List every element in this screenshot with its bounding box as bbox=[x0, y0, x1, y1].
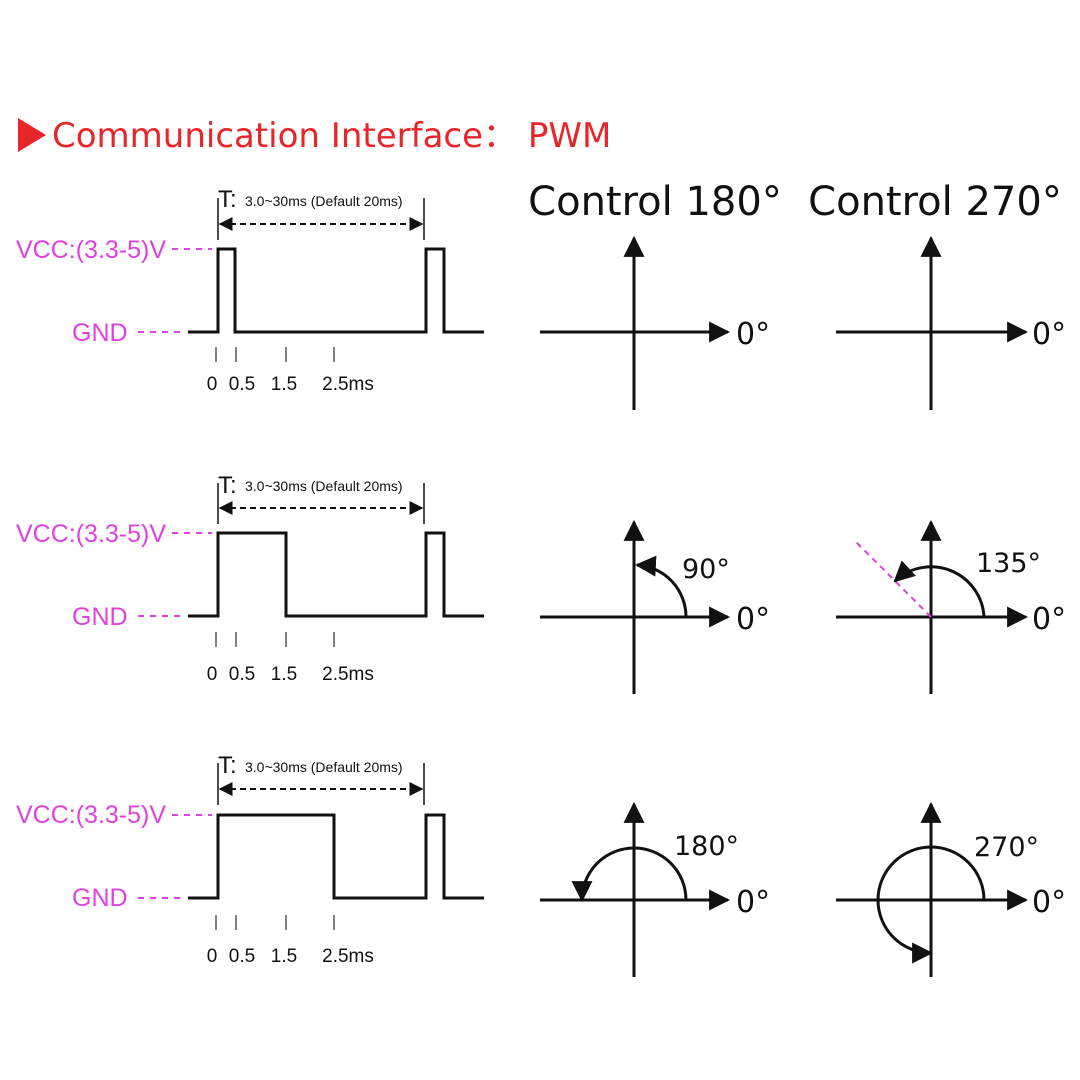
rotation-arc-135 bbox=[893, 560, 986, 618]
gnd-label: GND bbox=[72, 884, 128, 912]
signal-panel-row-1: T: 3.0~30ms (Default 20ms) VCC:(3.3-5)V … bbox=[16, 186, 484, 395]
tick-label-0: 0 bbox=[207, 374, 218, 395]
period-symbol: T: bbox=[218, 752, 237, 779]
tick-label-1-5: 1.5 bbox=[271, 664, 297, 685]
period-range: 3.0~30ms (Default 20ms) bbox=[245, 193, 403, 209]
tick-label-2-5ms: 2.5ms bbox=[322, 946, 374, 967]
angle-axes-270-row-3: 270° 0° bbox=[836, 801, 1066, 977]
angle-label-135: 135° bbox=[976, 548, 1041, 579]
zero-degree-label: 0° bbox=[736, 317, 770, 352]
tick-label-0-5: 0.5 bbox=[229, 664, 255, 685]
tick-label-2-5ms: 2.5ms bbox=[322, 664, 374, 685]
angle-label-90: 90° bbox=[682, 554, 730, 585]
zero-degree-label: 0° bbox=[736, 602, 770, 637]
rotation-arc-270 bbox=[876, 845, 986, 964]
column-title-270: Control 270° bbox=[808, 179, 1062, 225]
tick-label-1-5: 1.5 bbox=[271, 374, 297, 395]
zero-degree-label: 0° bbox=[1032, 602, 1066, 637]
gnd-label: GND bbox=[72, 319, 128, 347]
tick-label-0: 0 bbox=[207, 946, 218, 967]
tick-label-0-5: 0.5 bbox=[229, 374, 255, 395]
rotation-arc-180 bbox=[571, 846, 688, 903]
period-symbol: T: bbox=[218, 472, 237, 499]
zero-degree-label: 0° bbox=[736, 885, 770, 920]
angle-axes-180-row-2: 90° 0° bbox=[540, 519, 770, 694]
gnd-label: GND bbox=[72, 603, 128, 631]
signal-panel-row-3: T: 3.0~30ms (Default 20ms) VCC:(3.3-5)V … bbox=[16, 752, 484, 967]
vcc-label: VCC:(3.3-5)V bbox=[16, 236, 166, 264]
zero-degree-label: 0° bbox=[1032, 317, 1066, 352]
tick-label-1-5: 1.5 bbox=[271, 946, 297, 967]
angle-axes-180-row-3: 180° 0° bbox=[540, 801, 770, 977]
period-range: 3.0~30ms (Default 20ms) bbox=[245, 478, 403, 494]
pwm-waveform bbox=[188, 531, 484, 618]
header-title: Communication Interface： PWM bbox=[52, 116, 611, 156]
angle-axes-270-row-2: 135° 0° bbox=[836, 519, 1066, 694]
vcc-label: VCC:(3.3-5)V bbox=[16, 520, 166, 548]
angle-axes-180-row-1: 0° bbox=[540, 235, 770, 410]
zero-degree-label: 0° bbox=[1032, 885, 1066, 920]
rotation-arc-90 bbox=[634, 555, 688, 618]
period-range: 3.0~30ms (Default 20ms) bbox=[245, 759, 403, 775]
angle-label-180: 180° bbox=[674, 831, 739, 862]
period-symbol: T: bbox=[218, 186, 237, 213]
tick-label-0: 0 bbox=[207, 664, 218, 685]
column-title-180: Control 180° bbox=[528, 179, 782, 225]
angle-axes-270-row-1: 0° bbox=[836, 235, 1066, 410]
vcc-label: VCC:(3.3-5)V bbox=[16, 801, 166, 829]
target-angle-line bbox=[854, 540, 932, 618]
tick-label-2-5ms: 2.5ms bbox=[322, 374, 374, 395]
signal-panel-row-2: T: 3.0~30ms (Default 20ms) VCC:(3.3-5)V … bbox=[16, 472, 484, 685]
tick-label-0-5: 0.5 bbox=[229, 946, 255, 967]
pwm-waveform bbox=[188, 813, 484, 900]
header-triangle-icon bbox=[18, 118, 46, 152]
pwm-waveform bbox=[188, 247, 484, 334]
angle-label-270: 270° bbox=[974, 832, 1039, 863]
